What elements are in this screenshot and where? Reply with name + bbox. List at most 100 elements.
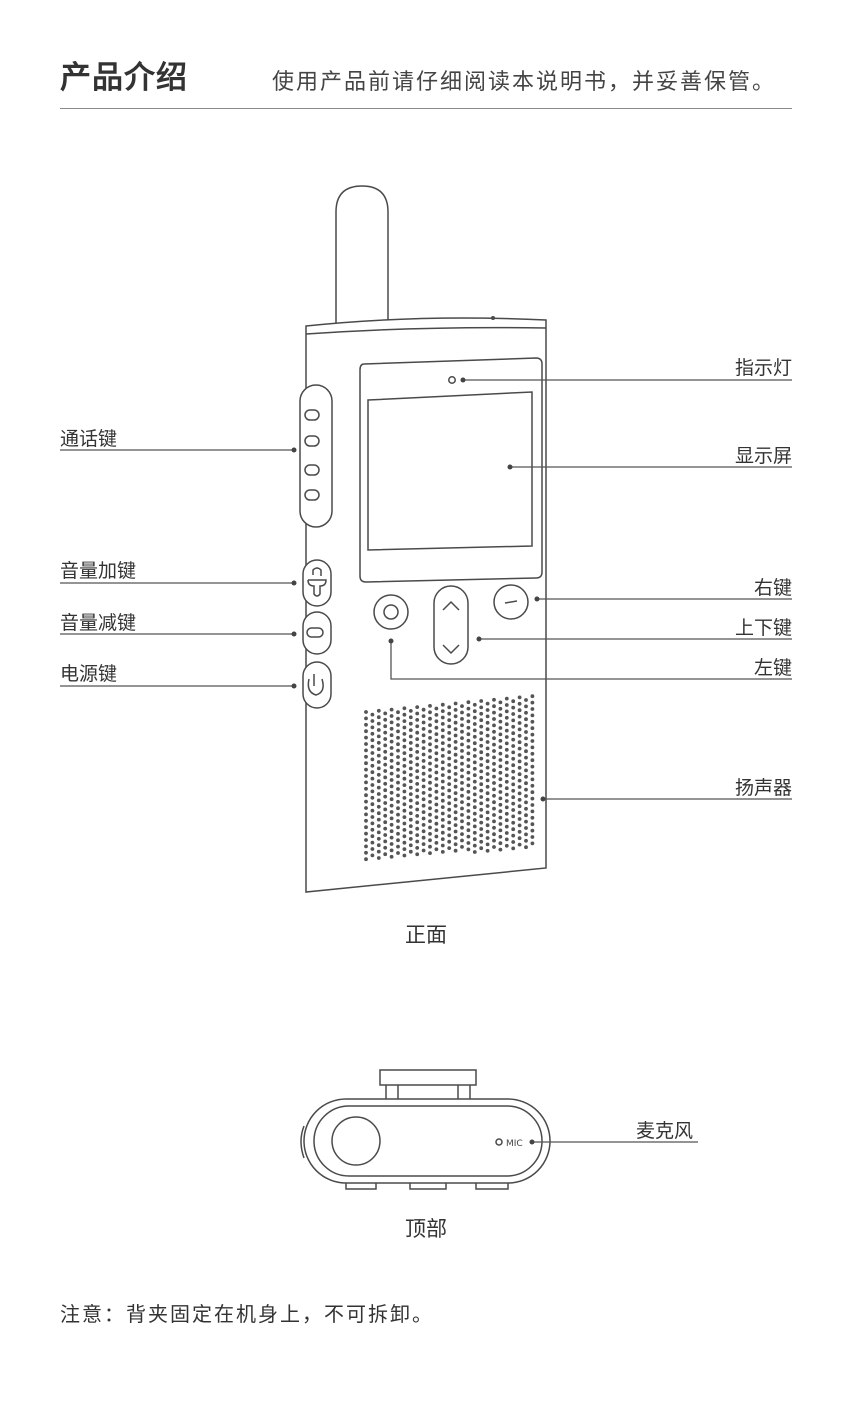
speaker-hole (524, 806, 528, 811)
speaker-hole (364, 742, 368, 746)
speaker-hole (370, 751, 375, 755)
speaker-hole (383, 833, 388, 837)
speaker-hole (504, 779, 509, 784)
speaker-hole (408, 811, 413, 816)
speaker-hole (466, 828, 471, 833)
top-body-outer (303, 1098, 551, 1184)
speaker-hole (453, 733, 458, 738)
speaker-hole (408, 760, 413, 764)
speaker-hole (524, 710, 528, 715)
speaker-hole (421, 759, 426, 763)
speaker-hole (460, 825, 464, 830)
speaker-hole (453, 759, 458, 763)
speaker-hole (428, 723, 432, 727)
speaker-hole (492, 755, 496, 760)
speaker-hole (472, 830, 477, 835)
speaker-hole (492, 710, 496, 715)
speaker-hole (447, 775, 452, 780)
top-body-inner (313, 1105, 543, 1177)
speaker-hole (524, 762, 528, 766)
speaker-hole (524, 774, 528, 779)
speaker-hole (447, 782, 452, 786)
speaker-hole (498, 802, 503, 807)
speaker-hole (421, 784, 426, 789)
label-indicator: 指示灯 (734, 357, 792, 379)
speaker-hole (415, 846, 420, 850)
speaker-hole (453, 816, 458, 821)
speaker-hole (364, 786, 368, 791)
speaker-hole (530, 841, 535, 846)
speaker-hole (364, 767, 368, 772)
speaker-hole (472, 786, 477, 790)
speaker-hole (517, 810, 522, 815)
speaker-hole (440, 786, 445, 790)
speaker-hole (485, 810, 490, 815)
speaker-hole (440, 754, 445, 758)
speaker-hole (498, 719, 503, 724)
speaker-hole (389, 848, 394, 853)
left-key (373, 594, 409, 630)
speaker-hole (524, 800, 528, 805)
speaker-hole (485, 797, 490, 802)
speaker-hole (396, 831, 400, 836)
label-power: 电源键 (60, 663, 118, 685)
speaker-hole (408, 715, 413, 720)
speaker-hole (460, 838, 464, 843)
speaker-hole (434, 713, 439, 717)
speaker-hole (517, 804, 522, 809)
speaker-hole (389, 714, 394, 718)
speaker-hole (511, 795, 516, 800)
speaker-hole (402, 783, 407, 787)
speaker-hole (402, 732, 407, 736)
speaker-hole (428, 812, 432, 817)
speaker-hole (396, 774, 400, 779)
speaker-hole (460, 793, 464, 798)
speaker-hole (511, 724, 516, 729)
speaker-hole (485, 733, 490, 738)
speaker-hole (498, 713, 503, 718)
speaker-hole (440, 766, 445, 771)
speaker-hole (383, 839, 388, 844)
speaker-hole (370, 827, 375, 832)
speaker-hole (389, 778, 394, 782)
speaker-hole (479, 775, 484, 780)
speaker-hole (466, 770, 471, 775)
speaker-hole (408, 734, 413, 739)
speaker-hole (389, 771, 394, 776)
speaker-hole (370, 840, 375, 845)
speaker-hole (396, 780, 400, 785)
speaker-hole (530, 783, 535, 788)
speaker-hole (492, 736, 496, 741)
speaker-hole (376, 830, 381, 835)
speaker-hole (453, 765, 458, 770)
speaker-hole (376, 824, 381, 828)
speaker-hole (408, 773, 413, 777)
speaker-hole (492, 774, 496, 779)
label-updown-key: 上下键 (734, 617, 792, 639)
speaker-hole (376, 785, 381, 790)
speaker-hole (428, 710, 432, 715)
speaker-hole (396, 761, 400, 766)
speaker-hole (434, 757, 439, 762)
speaker-hole (460, 832, 464, 836)
speaker-hole (498, 758, 503, 762)
speaker-hole (485, 740, 490, 744)
speaker-hole (389, 822, 394, 827)
speaker-hole (447, 711, 452, 716)
speaker-hole (421, 803, 426, 808)
speaker-hole (530, 719, 535, 724)
speaker-hole (498, 847, 503, 852)
speaker-hole (498, 809, 503, 814)
speaker-hole (364, 761, 368, 766)
speaker-hole (472, 805, 477, 810)
speaker-hole (492, 723, 496, 728)
speaker-hole (383, 769, 388, 773)
speaker-hole (434, 725, 439, 730)
speaker-hole (460, 704, 464, 708)
speaker-hole (530, 732, 535, 737)
antenna (335, 185, 389, 331)
speaker-hole (466, 738, 471, 743)
speaker-hole (376, 740, 381, 745)
speaker-hole (492, 761, 496, 766)
